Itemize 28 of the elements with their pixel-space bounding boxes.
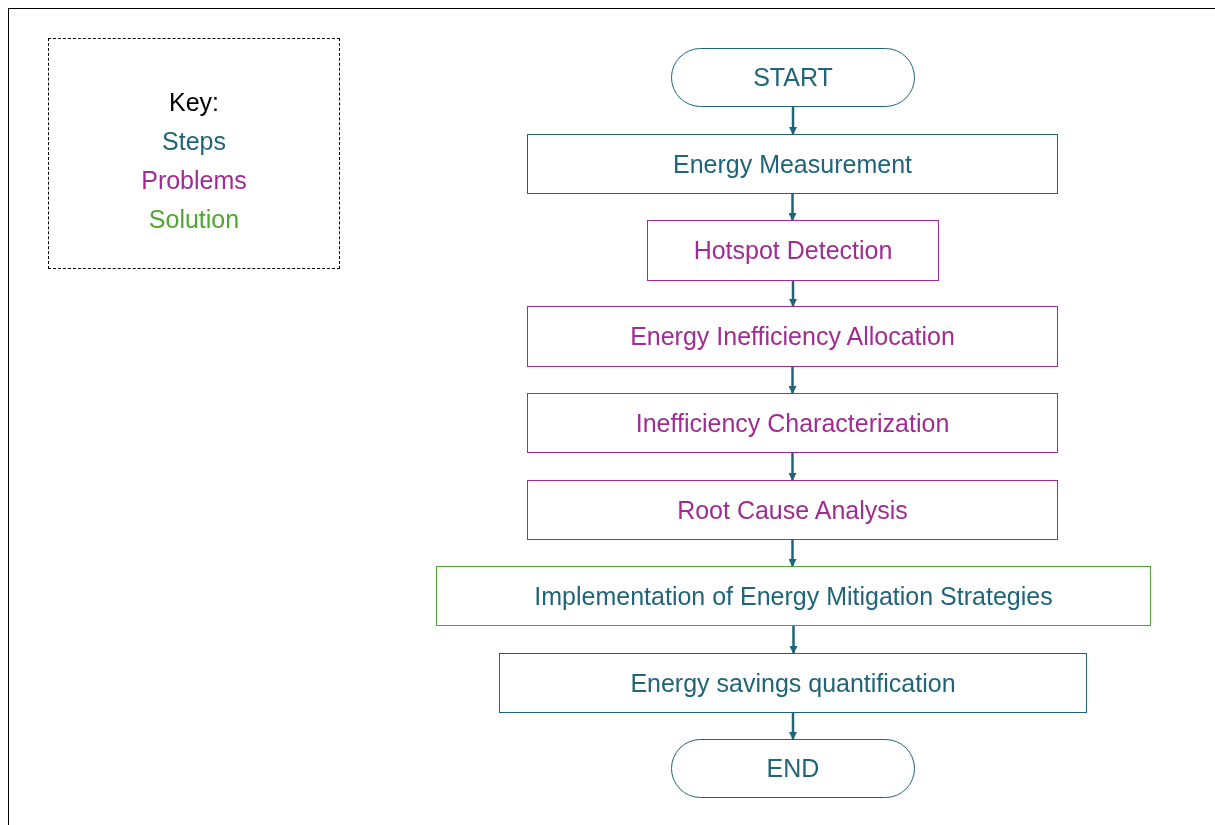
process-box	[527, 480, 1058, 540]
node-label: Implementation of Energy Mitigation Strategies	[534, 581, 1053, 611]
node-label: Root Cause Analysis	[677, 495, 908, 525]
legend-entry: Solution	[148, 204, 240, 235]
arrow	[788, 194, 797, 221]
node-label: Inefficiency Characterization	[635, 408, 950, 438]
node-label: START	[753, 63, 833, 92]
node-label: Energy Inefficiency Allocation	[630, 322, 955, 351]
process-box	[436, 566, 1151, 626]
process-box	[527, 134, 1058, 194]
arrow	[788, 453, 797, 481]
arrow	[789, 107, 797, 135]
node-label: Energy Measurement	[673, 149, 912, 179]
legend-entry: Steps	[162, 126, 226, 157]
node-label: END	[766, 754, 820, 783]
node-label: Hotspot Detection	[693, 236, 893, 265]
arrow	[789, 713, 797, 740]
node-label: Energy savings quantification	[630, 668, 956, 698]
process-box	[527, 393, 1058, 453]
process-box	[647, 220, 939, 281]
key-title: Key:	[169, 87, 219, 118]
process-box	[527, 306, 1058, 367]
legend-entry: Problems	[141, 165, 247, 196]
arrow	[788, 367, 797, 394]
arrow	[788, 540, 797, 567]
process-box	[499, 653, 1087, 713]
arrow	[789, 281, 797, 307]
arrow	[789, 626, 798, 654]
